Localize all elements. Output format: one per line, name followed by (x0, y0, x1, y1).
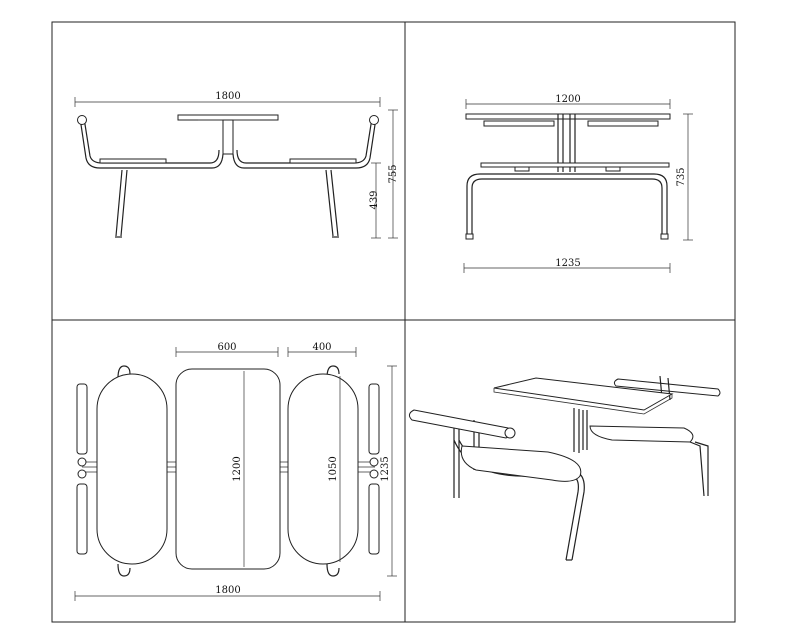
front-overall-height-dimension: 755 (388, 109, 399, 239)
sheet-border (51, 21, 736, 623)
side-table-length-dimension: 1200 (465, 94, 671, 109)
top-seat-length-label: 1050 (328, 456, 339, 481)
persp-near-backrest (408, 409, 516, 439)
side-base-length-label: 1235 (555, 258, 580, 269)
side-seat-line (480, 162, 670, 168)
side-table-length-label: 1200 (555, 94, 580, 105)
top-right-backrest-lower (368, 483, 380, 555)
front-left-seat (99, 158, 167, 164)
front-left-frame (79, 117, 224, 169)
side-base-length-dimension: 1235 (463, 258, 671, 273)
top-table-width-label: 600 (217, 342, 236, 353)
side-right-backrest (587, 120, 659, 127)
top-right-backrest-upper (368, 383, 380, 455)
side-table-top (465, 113, 671, 120)
top-seat-length-dimension: 1050 (328, 376, 341, 562)
top-table-surface (175, 368, 281, 570)
front-seat-height-label: 439 (369, 190, 380, 209)
front-center-post (222, 119, 234, 155)
persp-table-post (573, 408, 588, 453)
top-overall-width-dimension: 1800 (74, 585, 381, 601)
top-left-seat (96, 373, 168, 565)
side-center-posts (557, 114, 576, 172)
top-seat-width-dimension: 400 (287, 342, 357, 357)
top-left-backrest-lower (76, 483, 88, 555)
front-seat-height-dimension: 439 (369, 162, 381, 239)
top-table-length-label: 1200 (232, 456, 243, 481)
top-view-panel: 600 400 1200 (74, 342, 397, 601)
front-table-top (177, 114, 279, 121)
front-right-seat (289, 158, 357, 164)
side-view-panel: 1200 735 1235 (463, 94, 693, 273)
front-left-backrest-cap (77, 115, 87, 125)
top-frame-length-dimension: 1235 (380, 365, 397, 577)
perspective-view-panel (408, 375, 721, 561)
front-left-leg (115, 169, 128, 237)
front-width-dimension: 1800 (74, 91, 381, 107)
top-table-width-dimension: 600 (175, 342, 279, 357)
side-base-frame (466, 173, 668, 238)
top-right-seat (287, 373, 359, 565)
top-overall-width-label: 1800 (215, 585, 240, 596)
front-right-frame (232, 117, 377, 169)
persp-near-frame (453, 420, 585, 561)
side-overall-height-label: 735 (676, 167, 687, 186)
top-table-length-dimension: 1200 (232, 371, 245, 567)
top-frame-length-label: 1235 (380, 456, 391, 481)
front-width-label: 1800 (215, 91, 240, 102)
top-left-backrest-upper (76, 383, 88, 455)
persp-near-seat (460, 445, 582, 482)
front-right-backrest-cap (369, 115, 379, 125)
side-left-backrest (483, 120, 555, 127)
top-seat-width-label: 400 (312, 342, 331, 353)
side-overall-height-dimension: 735 (676, 113, 693, 241)
front-view-panel: 1800 755 439 (74, 91, 399, 239)
front-overall-height-label: 755 (388, 164, 399, 183)
front-right-leg (325, 169, 339, 237)
persp-far-seat (589, 425, 694, 443)
